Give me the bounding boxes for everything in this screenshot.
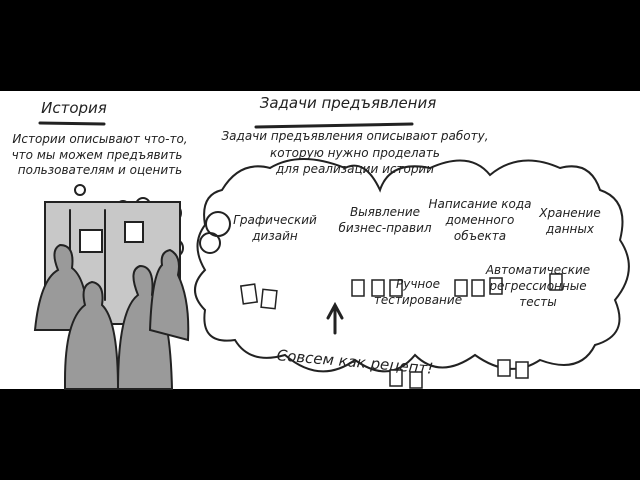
task-label-line: Графический [233, 213, 317, 227]
tasks-heading: Задачи предъявления [259, 94, 437, 112]
task-label-line: дизайн [252, 229, 298, 243]
arrow-up-icon [326, 301, 344, 335]
tasks-underline [254, 122, 414, 129]
task-label-line: регрессионные [489, 279, 587, 293]
tasks-description-line: которую нужно проделать [270, 146, 440, 160]
task-label-line: тестирование [373, 293, 463, 307]
task-cards [239, 273, 563, 389]
task-label-line: данных [546, 222, 594, 236]
task-data-storage: Хранение данных [539, 205, 600, 237]
task-label-line: объекта [453, 229, 507, 243]
task-manual-testing: Ручное тестирование [374, 276, 462, 308]
task-label-line: доменного [445, 213, 515, 227]
task-graphic-design: Графический дизайн [233, 212, 317, 244]
cloud [194, 158, 630, 373]
task-label-line: Хранение [539, 206, 601, 220]
task-regression-tests: Автоматические регрессионные тесты [486, 262, 590, 310]
task-label-line: бизнес-правил [338, 221, 432, 235]
task-label-line: Написание кода [428, 197, 532, 211]
task-label-line: Ручное [395, 277, 440, 291]
tasks-description-line: Задачи предъявления описывают работу, [221, 129, 489, 143]
tasks-description-line: для реализации истории [275, 162, 435, 176]
story-description-line: Истории описывают что-то, [12, 132, 188, 146]
story-underline [38, 121, 106, 126]
task-label-line: Выявление [349, 205, 421, 219]
task-label-line: тесты [519, 295, 557, 309]
story-description-line: что мы можем предъявить [11, 148, 183, 162]
task-label-line: Автоматические [485, 263, 591, 277]
story-description-line: пользователям и оценить [17, 163, 183, 177]
task-business-rules: Выявление бизнес-правил [338, 204, 431, 236]
story-heading: История [41, 99, 107, 117]
people [33, 243, 190, 390]
task-domain-code: Написание кода доменного объекта [428, 196, 531, 244]
